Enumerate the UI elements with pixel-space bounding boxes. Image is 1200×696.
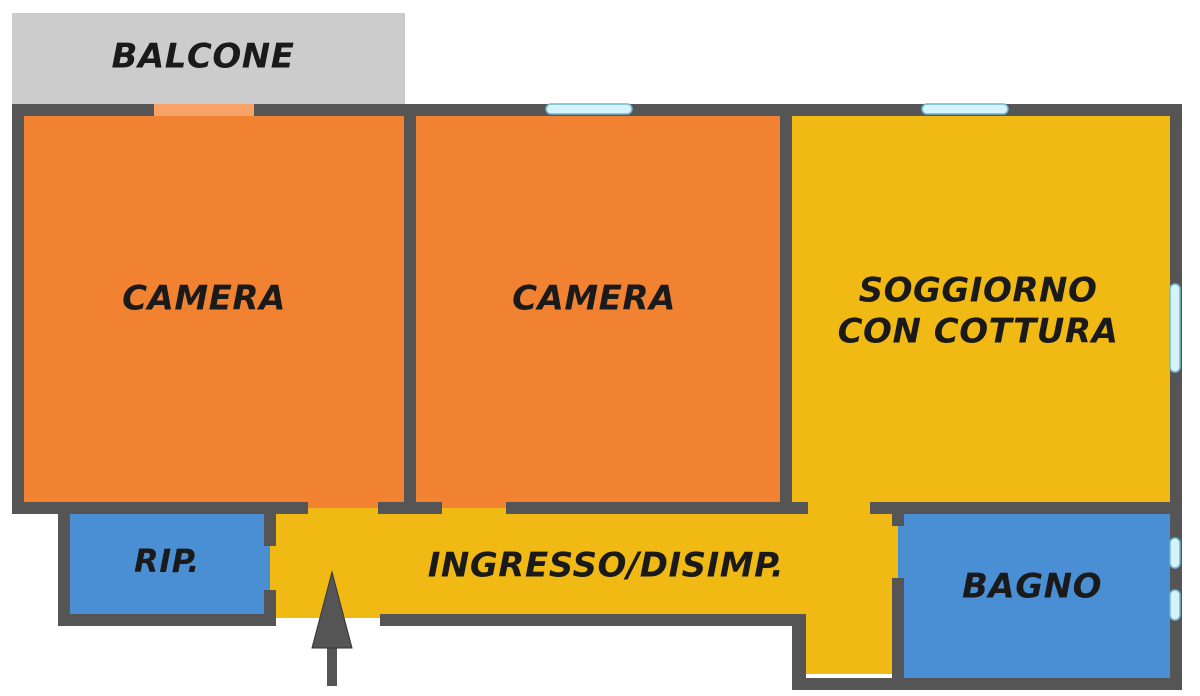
balcone-door: [154, 104, 254, 116]
walls: [12, 104, 1182, 690]
camera-room-2: [410, 112, 786, 508]
entrance-arrow-icon: [311, 570, 353, 686]
camera-2-label: CAMERA: [512, 279, 676, 319]
soggiorno-label-line2: CON COTTURA: [838, 312, 1119, 352]
ingresso-room: [270, 508, 898, 674]
rip-label: RIP.: [134, 542, 200, 580]
camera-1-label: CAMERA: [122, 279, 286, 319]
rip-room: [64, 508, 270, 618]
balcone-label: BALCONE: [112, 37, 295, 77]
balcone-area: [12, 13, 405, 105]
window-bagno-1: [1169, 537, 1181, 569]
bagno-room: [898, 508, 1176, 680]
camera-room-1: [18, 112, 408, 508]
ingresso-label: INGRESSO/DISIMP.: [428, 546, 784, 586]
window-soggiorno-top: [921, 103, 1009, 115]
window-soggiorno-right: [1169, 283, 1181, 373]
soggiorno-label-line1: SOGGIORNO: [859, 271, 1098, 311]
window-bagno-2: [1169, 589, 1181, 621]
window-camera-2: [545, 103, 633, 115]
soggiorno-room: [786, 112, 1176, 508]
bagno-label: BAGNO: [962, 567, 1102, 607]
